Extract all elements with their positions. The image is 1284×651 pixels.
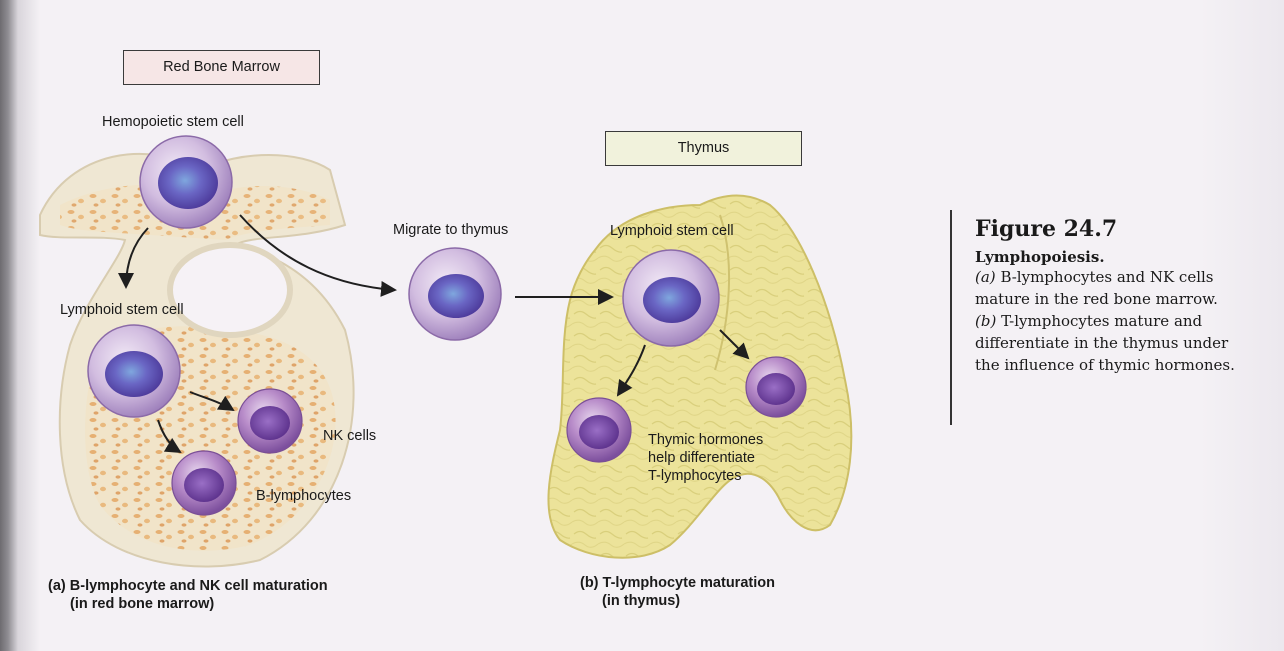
legend-divider — [950, 210, 952, 425]
migrating-cell — [409, 248, 501, 340]
figure-a-text-2: mature in the red bone marrow. — [975, 288, 1235, 310]
figure-b-label: (b) — [975, 312, 996, 330]
caption-b: (b) T-lymphocyte maturation (in thymus) — [580, 574, 775, 610]
red-bone-marrow-box: Red Bone Marrow — [123, 50, 320, 85]
thymic-hormones-label-line1: Thymic hormones — [648, 432, 763, 448]
figure-text-a1: (a) B-lymphocytes and NK cells — [975, 266, 1235, 288]
lymphoid-stem-cell-left — [88, 325, 180, 417]
thymus-box: Thymus — [605, 131, 802, 166]
figure-b-text-1: T-lymphocytes mature and — [1001, 312, 1202, 330]
figure-b-text-3: the influence of thymic hormones. — [975, 354, 1235, 376]
figure-legend: Figure 24.7 Lymphopoiesis. (a) B-lymphoc… — [975, 216, 1235, 376]
t-lymphocyte-cell-left — [567, 398, 631, 462]
lymphoid-stem-cell-thymus — [623, 250, 719, 346]
figure-title: Lymphopoiesis. — [975, 248, 1235, 266]
b-lymphocyte-cell — [172, 451, 236, 515]
nk-cells-label: NK cells — [323, 428, 376, 444]
lymphoid-stem-cell-label-right: Lymphoid stem cell — [610, 223, 734, 239]
caption-b-line1: T-lymphocyte maturation — [603, 575, 775, 591]
migrate-to-thymus-label: Migrate to thymus — [393, 222, 508, 238]
b-lymphocytes-label: B-lymphocytes — [256, 488, 351, 504]
thymic-hormones-label-line3: T-lymphocytes — [648, 468, 741, 484]
figure-a-text-1: B-lymphocytes and NK cells — [1000, 268, 1213, 286]
caption-b-line2: (in thymus) — [580, 592, 775, 610]
lymphoid-stem-cell-label-left: Lymphoid stem cell — [60, 302, 184, 318]
hemopoietic-stem-cell — [140, 136, 232, 228]
caption-a-line2: (in red bone marrow) — [48, 595, 328, 613]
hemopoietic-stem-cell-label: Hemopoietic stem cell — [102, 114, 244, 130]
figure-number: Figure 24.7 — [975, 216, 1235, 242]
figure-a-label: (a) — [975, 268, 996, 286]
nk-cell — [238, 389, 302, 453]
figure-b-text-2: differentiate in the thymus under — [975, 332, 1235, 354]
caption-a-line1: B-lymphocyte and NK cell maturation — [70, 578, 328, 594]
caption-a: (a) B-lymphocyte and NK cell maturation … — [48, 577, 328, 613]
thymus-organ — [548, 196, 851, 558]
caption-b-letter: (b) — [580, 575, 599, 591]
t-lymphocyte-cell-right — [746, 357, 806, 417]
caption-a-letter: (a) — [48, 578, 66, 594]
figure-text-b1: (b) T-lymphocytes mature and — [975, 310, 1235, 332]
thymic-hormones-label-line2: help differentiate — [648, 450, 755, 466]
